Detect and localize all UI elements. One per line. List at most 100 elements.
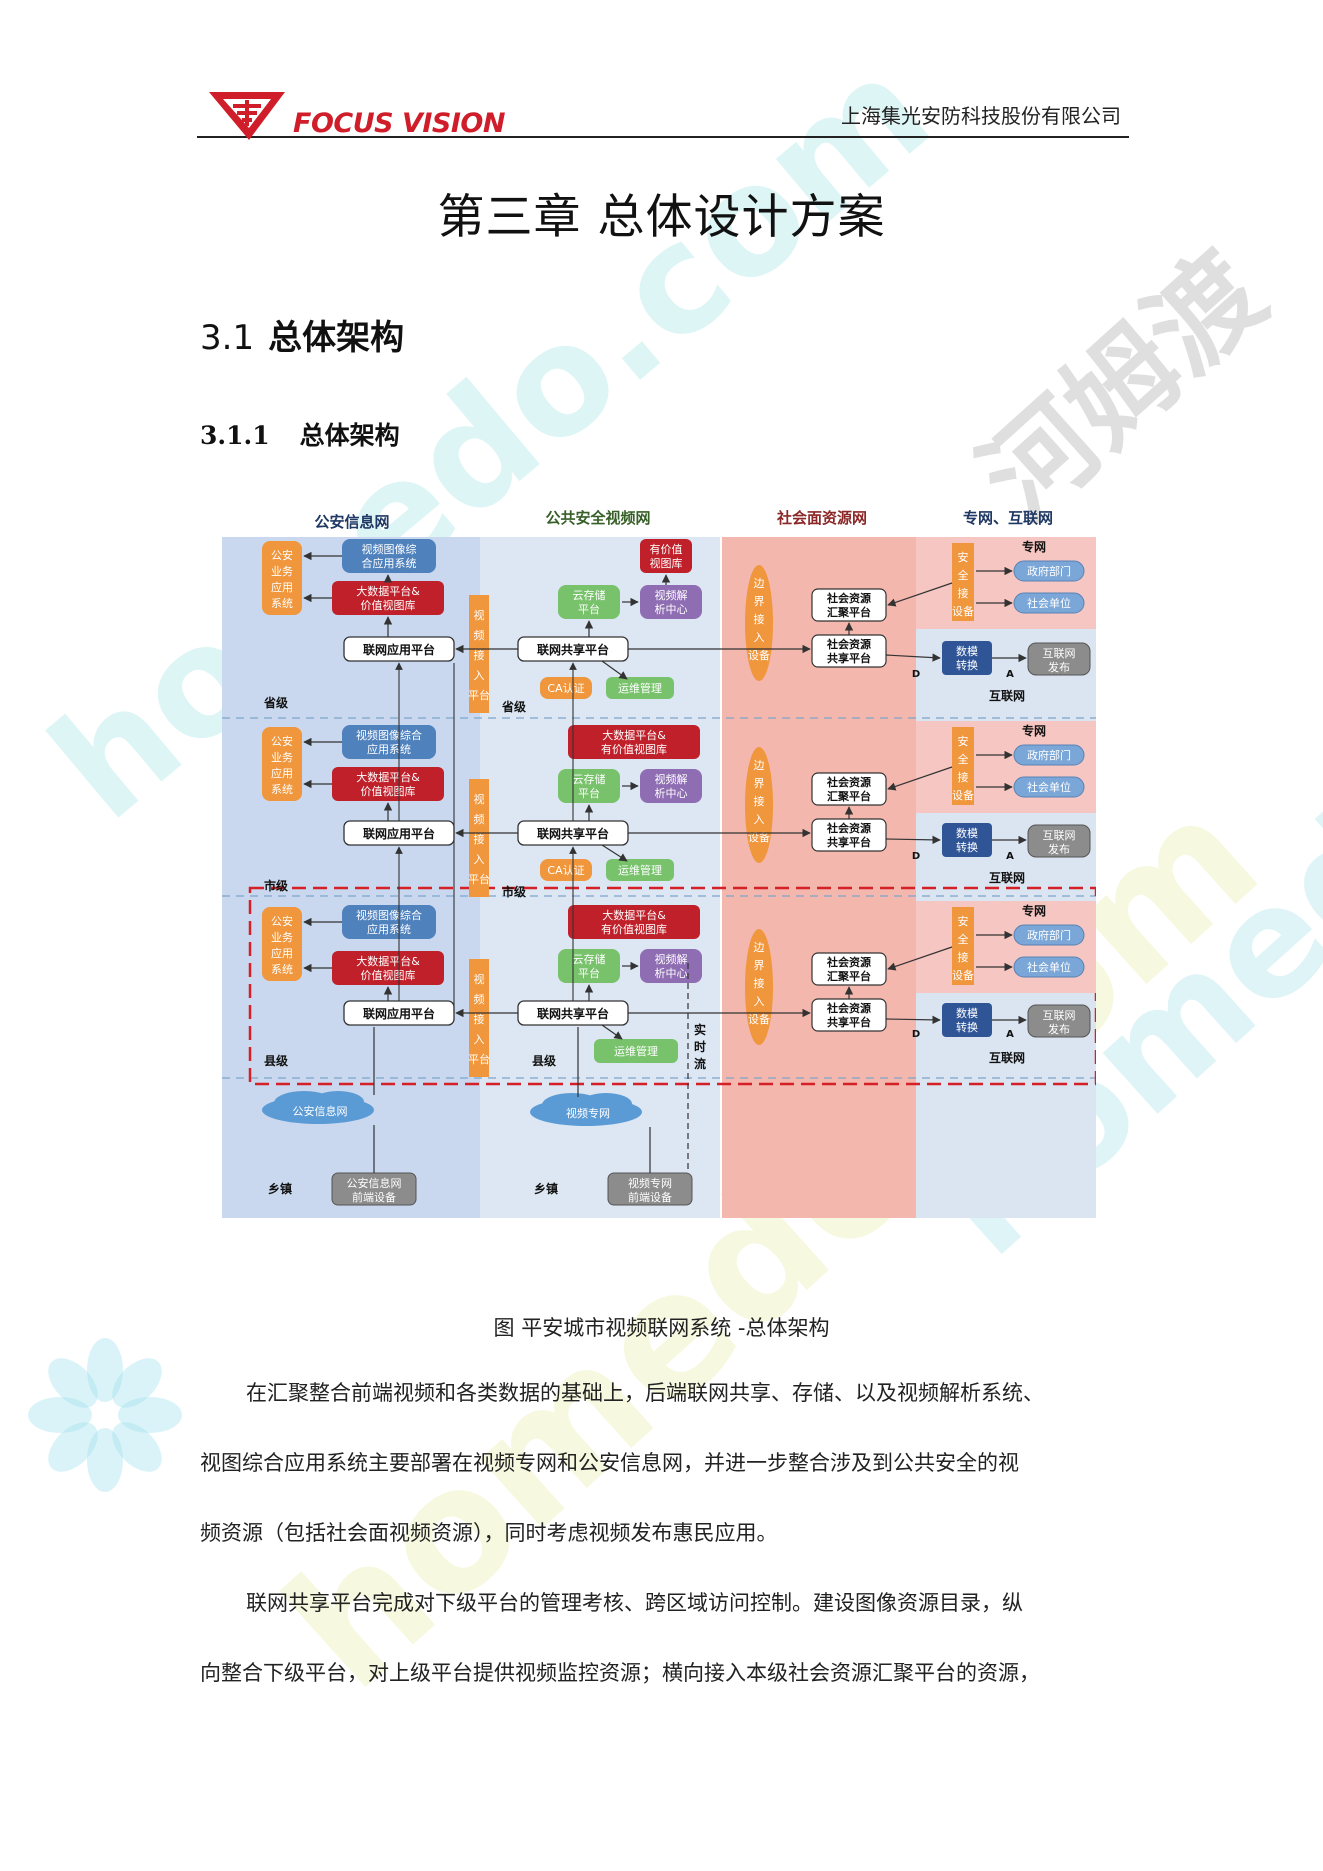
svg-text:接: 接 <box>958 951 969 964</box>
svg-text:视频图像综: 视频图像综 <box>362 542 417 556</box>
ops-label: 运维管理 <box>618 681 662 695</box>
svg-text:互联网: 互联网 <box>989 871 1025 885</box>
svg-text:视: 视 <box>474 792 485 806</box>
svg-text:互联网: 互联网 <box>989 1051 1025 1065</box>
svg-text:互联网: 互联网 <box>1043 829 1076 842</box>
svg-text:接: 接 <box>474 649 485 662</box>
svg-text:入: 入 <box>474 1033 485 1046</box>
ca-box <box>540 859 592 881</box>
private-label: 专网 <box>1022 539 1046 554</box>
social-gather-box <box>811 588 887 622</box>
private-net-area <box>916 721 1096 813</box>
svg-text:界: 界 <box>754 777 765 790</box>
svg-text:流: 流 <box>694 1056 706 1071</box>
private-net-area <box>916 901 1096 993</box>
page-header: FOCUS VISION 上海集光安防科技股份有限公司 <box>197 82 1129 140</box>
level-label-province: 省级 <box>263 695 288 710</box>
svg-text:联网应用平台: 联网应用平台 <box>363 1006 435 1021</box>
analysis-box <box>640 769 702 803</box>
security-access-box <box>952 907 974 985</box>
svg-text:时: 时 <box>694 1039 706 1054</box>
svg-text:社会单位: 社会单位 <box>1027 780 1071 794</box>
svg-text:前端设备: 前端设备 <box>628 1190 672 1204</box>
bigdata-box <box>568 725 700 759</box>
svg-text:数模: 数模 <box>956 1007 978 1020</box>
social-gather-box <box>811 952 887 986</box>
svg-text:乡镇: 乡镇 <box>534 1181 558 1196</box>
svg-text:全: 全 <box>958 568 969 582</box>
section-title: 总体架构 <box>268 318 405 358</box>
ps-apps-label: 公安 <box>271 548 293 562</box>
svg-text:设备: 设备 <box>748 830 770 844</box>
inet-pub-box <box>1027 824 1091 858</box>
svg-text:入: 入 <box>474 669 485 682</box>
paragraph-line: 向整合下级平台，对上级平台提供视频监控资源；横向接入本级社会资源汇聚平台的资源， <box>200 1661 1040 1685</box>
level-label-county: 县级 <box>264 1053 288 1068</box>
town-tier: 公安信息网 视频专网 公安信息网 前端设备 视频专网 前端设备 乡镇 乡镇 <box>262 1027 693 1206</box>
svg-text:D: D <box>912 669 920 680</box>
svg-text:共享平台: 共享平台 <box>827 835 871 849</box>
cloud-storage-box <box>558 585 620 619</box>
svg-text:云存储: 云存储 <box>573 772 606 786</box>
subsection-title: 总体架构 <box>299 421 400 450</box>
svg-text:省级: 省级 <box>501 699 526 714</box>
svg-text:社会资源: 社会资源 <box>826 591 871 605</box>
ops-box <box>606 859 674 881</box>
border-access-device <box>745 565 773 681</box>
svg-text:平台: 平台 <box>578 786 600 800</box>
video-view-box <box>342 539 436 573</box>
svg-text:联网共享平台: 联网共享平台 <box>537 1006 609 1021</box>
boundary-box <box>469 779 489 897</box>
svg-text:视频解: 视频解 <box>655 952 688 966</box>
svg-text:A: A <box>1006 851 1014 862</box>
svg-text:D: D <box>912 1029 920 1040</box>
svg-text:数模: 数模 <box>956 827 978 840</box>
svg-text:有价值视图库: 有价值视图库 <box>601 922 667 936</box>
city-tier: 公安 业务 应用 系统 视频图像综合 应用系统 大数据平台& 价值视图库 联网应… <box>262 662 1096 899</box>
bigdata-box <box>332 767 444 801</box>
svg-text:入: 入 <box>754 995 765 1008</box>
svg-text:视: 视 <box>474 972 485 986</box>
svg-text:运维管理: 运维管理 <box>618 863 662 877</box>
svg-text:边: 边 <box>754 941 765 954</box>
svg-text:频: 频 <box>474 992 485 1006</box>
county-highlight-frame <box>248 886 1096 1086</box>
svg-text:公安信息网: 公安信息网 <box>347 1176 402 1190</box>
svg-text:公安: 公安 <box>271 914 293 928</box>
svg-text:设备: 设备 <box>748 1012 770 1026</box>
level-label-town: 乡镇 <box>268 1181 292 1196</box>
svg-text:应用系统: 应用系统 <box>367 742 411 756</box>
svg-text:互联网: 互联网 <box>1043 647 1076 660</box>
svg-text:全: 全 <box>958 932 969 946</box>
paragraph-line: 视图综合应用系统主要部署在视频专网和公安信息网，并进一步整合涉及到公共安全的视 <box>200 1451 1019 1475</box>
svg-text:A: A <box>1006 1029 1014 1040</box>
svg-text:共享平台: 共享平台 <box>827 1015 871 1029</box>
paragraph-line: 在汇聚整合前端视频和各类数据的基础上，后端联网共享、存储、以及视频解析系统、 <box>246 1381 1044 1405</box>
svg-text:平台: 平台 <box>578 602 600 616</box>
svg-text:频: 频 <box>474 812 485 826</box>
svg-text:接: 接 <box>958 587 969 600</box>
svg-text:全: 全 <box>958 752 969 766</box>
chapter-title: 第三章 总体设计方案 <box>437 190 886 245</box>
svg-text:运维管理: 运维管理 <box>614 1044 658 1058</box>
analysis-box <box>640 585 702 619</box>
ops-box <box>594 1039 678 1063</box>
svg-text:社会资源: 社会资源 <box>826 955 871 969</box>
boundary-box <box>469 595 489 713</box>
svg-text:互联网: 互联网 <box>1043 1009 1076 1022</box>
inet-pub-box <box>1027 1004 1091 1038</box>
svg-text:设备: 设备 <box>952 968 974 982</box>
svg-text:汇聚平台: 汇聚平台 <box>827 789 871 803</box>
bigdata-box <box>568 905 700 939</box>
svg-text:平台: 平台 <box>468 1052 490 1066</box>
realtime-label: 实 <box>694 1022 706 1037</box>
svg-text:价值视图库: 价值视图库 <box>361 784 416 798</box>
social-gather-box <box>811 772 887 806</box>
svg-text:应用: 应用 <box>271 580 293 594</box>
subsection-number: 3.1.1 <box>200 421 270 450</box>
svg-text:县级: 县级 <box>532 1053 556 1068</box>
svg-text:价值视图库: 价值视图库 <box>361 598 416 612</box>
border-access-device <box>745 747 773 863</box>
svg-text:社会单位: 社会单位 <box>1027 596 1071 610</box>
svg-text:转换: 转换 <box>956 840 978 854</box>
